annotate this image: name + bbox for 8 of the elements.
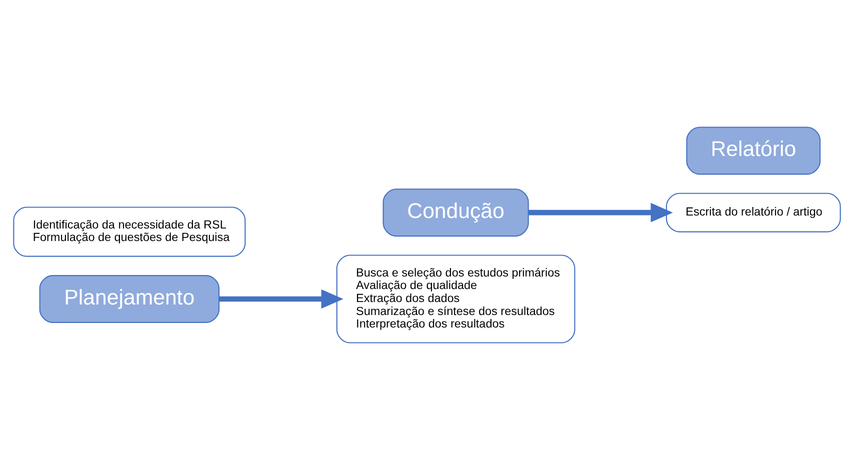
- node-box: Planejamento: [38, 274, 220, 322]
- node-box: Busca e seleção dos estudos primários Avaliação de qualidade Extração dos dados Sumarização e síntese dos resultados Interpretação dos resultados: [336, 254, 575, 343]
- node-box: Escrita do relatório / artigo: [665, 192, 840, 232]
- arrow: [218, 288, 343, 308]
- node-box: Relatório: [686, 126, 820, 174]
- node-box: Condução: [382, 188, 528, 236]
- node-box: Identificação da necessidade da RSL Formulação de questões de Pesquisa: [12, 206, 246, 256]
- arrow: [528, 202, 672, 222]
